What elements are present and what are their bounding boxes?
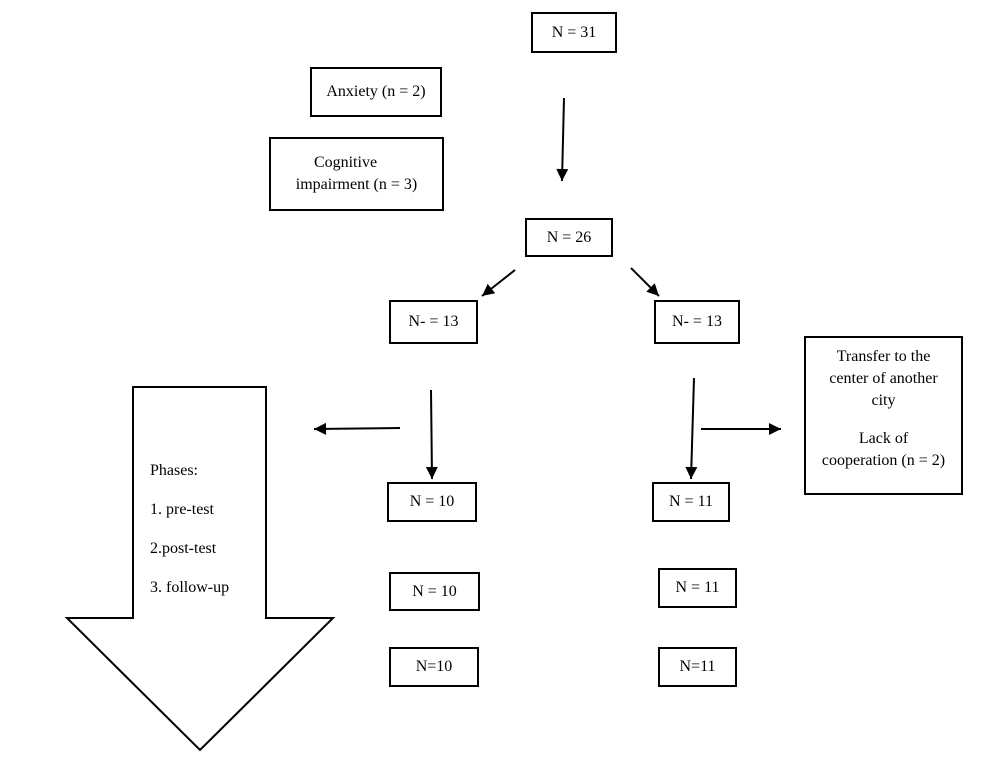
dropout-line: cooperation (n = 2) — [821, 452, 946, 469]
dropout-line: Lack of — [858, 430, 909, 447]
total-box: N = 31 — [531, 12, 617, 53]
left-row3-box: N=10 — [389, 647, 479, 687]
arrow-left-to-phases — [313, 422, 401, 435]
arrow-total-to-remaining — [556, 97, 569, 182]
phase-item: 1. pre-test — [150, 501, 214, 518]
arrow-right-group-down — [685, 377, 698, 480]
cognitive-exclusion-line: impairment (n = 3) — [295, 176, 418, 193]
dropout-line: Transfer to the — [836, 348, 931, 365]
arrow-remaining-to-right-group — [630, 267, 660, 297]
phases-down-arrow-shape — [64, 386, 336, 752]
right-row2-box: N = 11 — [658, 568, 737, 608]
right-row3-box: N=11 — [658, 647, 737, 687]
left-group-box: N- = 13 — [389, 300, 478, 344]
left-row1-box: N = 10 — [387, 482, 477, 522]
dropout-box: Transfer to the center of another city L… — [804, 336, 963, 495]
arrow-left-group-down — [425, 389, 438, 480]
phases-title: Phases: — [150, 462, 198, 479]
phase-item: 2.post-test — [150, 540, 217, 557]
right-row1-box: N = 11 — [652, 482, 730, 522]
dropout-line: center of another — [829, 370, 938, 387]
cognitive-exclusion-box: Cognitive impairment (n = 3) — [269, 137, 444, 211]
cognitive-exclusion-line: Cognitive — [313, 154, 378, 171]
arrow-remaining-to-left-group — [481, 269, 516, 297]
anxiety-exclusion-box: Anxiety (n = 2) — [310, 67, 442, 117]
remaining-box: N = 26 — [525, 218, 613, 257]
left-row2-box: N = 10 — [389, 572, 480, 611]
right-group-box: N- = 13 — [654, 300, 740, 344]
dropout-line: city — [871, 392, 896, 409]
phase-item: 3. follow-up — [150, 579, 230, 596]
